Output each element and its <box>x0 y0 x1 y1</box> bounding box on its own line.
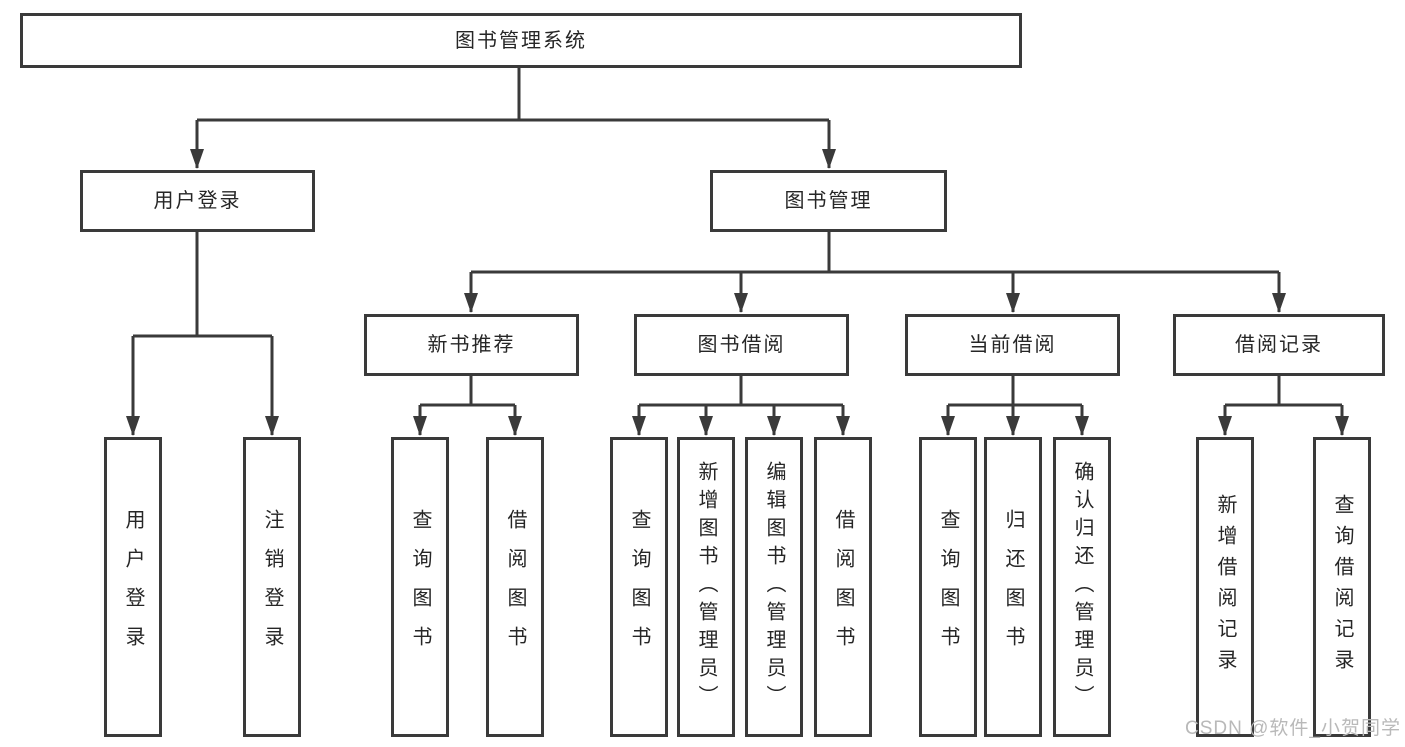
node-library-system: 图书管理系统 <box>20 13 1022 68</box>
node-newrec-borrow-books: 借阅图书 <box>486 437 544 737</box>
connector-new-book-recommend <box>413 376 522 436</box>
node-confirm-return-admin: 确认归还（管理员） <box>1053 437 1111 737</box>
node-user-login: 用户登录 <box>80 170 315 232</box>
node-label: 用户登录 <box>122 509 144 665</box>
connector-root <box>190 68 836 169</box>
node-label: 新书推荐 <box>427 334 516 356</box>
node-label: 图书管理系统 <box>455 29 587 52</box>
node-newrec-query-books: 查询图书 <box>391 437 449 737</box>
node-add-books-admin: 新增图书（管理员） <box>677 437 735 737</box>
node-query-borrow-record: 查询借阅记录 <box>1313 437 1371 737</box>
node-label: 新增图书（管理员） <box>695 461 717 713</box>
node-add-borrow-record: 新增借阅记录 <box>1196 437 1254 737</box>
node-current-borrow: 当前借阅 <box>905 314 1120 376</box>
connector-user-login <box>126 232 279 436</box>
node-label: 图书管理 <box>784 190 873 212</box>
node-borrow-records: 借阅记录 <box>1173 314 1385 376</box>
node-logout: 注销登录 <box>243 437 301 737</box>
node-new-book-recommend: 新书推荐 <box>364 314 579 376</box>
node-label: 借阅图书 <box>832 509 854 665</box>
node-label: 借阅记录 <box>1235 334 1323 356</box>
node-label: 借阅图书 <box>504 509 526 665</box>
csdn-watermark: CSDN @软件_小贺同学 <box>1185 718 1401 739</box>
node-return-books: 归还图书 <box>984 437 1042 737</box>
node-borrow-query-books: 查询图书 <box>610 437 668 737</box>
node-user-login-action: 用户登录 <box>104 437 162 737</box>
node-label: 查询借阅记录 <box>1331 494 1353 680</box>
node-current-query-books: 查询图书 <box>919 437 977 737</box>
node-label: 查询图书 <box>937 509 959 665</box>
connector-current-borrow <box>941 376 1089 436</box>
connector-borrow-records <box>1218 376 1349 436</box>
connector-book-borrow <box>632 376 850 436</box>
node-label: 编辑图书（管理员） <box>763 461 785 713</box>
node-label: 查询图书 <box>628 509 650 665</box>
node-label: 当前借阅 <box>968 334 1057 356</box>
node-label: 查询图书 <box>409 509 431 665</box>
node-borrow-borrow-books: 借阅图书 <box>814 437 872 737</box>
connector-book-management <box>464 232 1286 313</box>
node-edit-books-admin: 编辑图书（管理员） <box>745 437 803 737</box>
node-book-borrow: 图书借阅 <box>634 314 849 376</box>
node-label: 图书借阅 <box>697 334 786 356</box>
node-label: 用户登录 <box>153 190 242 212</box>
node-label: 确认归还（管理员） <box>1071 461 1093 713</box>
node-book-management: 图书管理 <box>710 170 947 232</box>
node-label: 归还图书 <box>1002 509 1024 665</box>
node-label: 注销登录 <box>261 509 283 665</box>
node-label: 新增借阅记录 <box>1214 494 1236 680</box>
